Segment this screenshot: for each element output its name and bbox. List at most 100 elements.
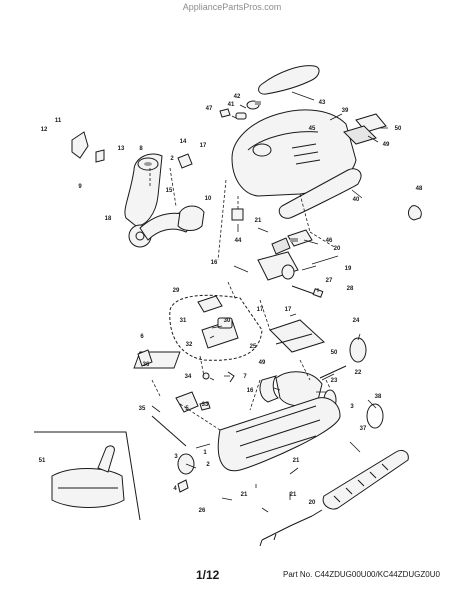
callout-11: 11 xyxy=(55,118,62,124)
callout-2: 2 xyxy=(170,156,174,162)
callout-29: 29 xyxy=(173,288,180,294)
filter-pad-part-2 xyxy=(343,125,377,145)
callout-43: 43 xyxy=(319,100,326,106)
callout-9: 9 xyxy=(78,184,82,190)
callout-48: 48 xyxy=(416,186,423,192)
switch-cover-part xyxy=(197,295,223,313)
cord-hook-part xyxy=(95,149,105,163)
handle-release-part xyxy=(71,131,89,159)
inset-box xyxy=(169,294,263,361)
swivel-neck-part xyxy=(124,153,163,227)
callout-21c: 21 xyxy=(241,492,248,498)
knob-34-part xyxy=(202,372,210,380)
callout-44: 44 xyxy=(235,238,242,244)
small-bracket-part xyxy=(219,108,231,118)
callout-1: 1 xyxy=(203,450,207,456)
wheel-part xyxy=(281,264,295,280)
callout-17: 17 xyxy=(200,143,207,149)
callout-40: 40 xyxy=(353,197,360,203)
clip-33-part xyxy=(199,401,211,411)
callout-34: 34 xyxy=(185,374,192,380)
rod-22-part xyxy=(319,365,347,379)
callout-19: 19 xyxy=(345,266,352,272)
callout-18: 18 xyxy=(105,216,112,222)
callout-46: 46 xyxy=(326,238,333,244)
switch-36-part xyxy=(137,349,153,367)
callout-10: 10 xyxy=(205,196,212,202)
callout-17c: 17 xyxy=(285,307,292,313)
callout-30: 30 xyxy=(224,318,231,324)
wheel-hub xyxy=(135,231,145,241)
motor-bracket-part xyxy=(271,237,291,255)
callout-50: 50 xyxy=(395,126,402,132)
callout-20: 20 xyxy=(334,246,341,252)
base-1-part xyxy=(217,397,341,472)
callout-3: 3 xyxy=(350,404,354,410)
clip-part xyxy=(235,112,247,120)
callout-24: 24 xyxy=(353,318,360,324)
callout-31: 31 xyxy=(180,318,187,324)
callout-26: 26 xyxy=(199,508,206,514)
callout-35: 35 xyxy=(139,406,146,412)
housing-detail xyxy=(247,131,319,151)
nut-part xyxy=(312,288,324,298)
callout-41: 41 xyxy=(228,102,235,108)
motor-cover-detail xyxy=(275,333,313,345)
part-number-label: Part No. C44ZDUG00U00/KC44ZDUGZ0U0 xyxy=(283,570,440,579)
callout-33: 33 xyxy=(202,402,209,408)
motor-cover-part xyxy=(269,319,325,353)
belt-38-part xyxy=(366,403,384,429)
callout-25: 25 xyxy=(250,344,257,350)
neck-pivot-part xyxy=(177,153,193,169)
callout-6: 6 xyxy=(140,334,144,340)
watermark: AppliancePartsPros.com xyxy=(182,2,282,12)
callout-15: 15 xyxy=(166,188,173,194)
roller-24-part xyxy=(349,337,367,363)
callout-8: 8 xyxy=(139,146,143,152)
inset-51-frame xyxy=(34,431,141,521)
callout-39: 39 xyxy=(342,108,349,114)
spring-assembly-part xyxy=(175,391,199,413)
callout-45: 45 xyxy=(309,126,316,132)
callout-13: 13 xyxy=(118,146,125,152)
callout-7: 7 xyxy=(243,374,247,380)
upper-housing-part xyxy=(231,109,357,197)
wheel-4-part xyxy=(177,479,189,493)
callout-16: 16 xyxy=(211,260,218,266)
callout-38: 38 xyxy=(375,394,382,400)
shade-1 xyxy=(255,101,261,105)
callout-4: 4 xyxy=(173,486,177,492)
clip-48-part xyxy=(408,205,422,221)
callout-2b: 2 xyxy=(206,462,210,468)
handle-grip-part xyxy=(258,65,320,95)
callout-36: 36 xyxy=(143,362,150,368)
callout-21: 21 xyxy=(255,218,262,224)
arrow-leaders xyxy=(151,91,388,513)
switch-part xyxy=(217,317,233,329)
axle-35-part xyxy=(151,415,187,447)
bumper-part xyxy=(278,168,362,219)
callout-49b: 49 xyxy=(259,360,266,366)
base-inner-detail xyxy=(235,405,321,459)
callout-27: 27 xyxy=(326,278,333,284)
crank-grip xyxy=(259,533,277,547)
callout-23: 23 xyxy=(331,378,338,384)
callout-14: 14 xyxy=(180,139,187,145)
callout-51: 51 xyxy=(39,458,46,464)
spring-7-part xyxy=(227,371,235,383)
callout-42: 42 xyxy=(234,94,241,100)
callout-49: 49 xyxy=(383,142,390,148)
brush-window-part xyxy=(252,143,272,157)
callout-21d: 21 xyxy=(290,492,297,498)
callout-12: 12 xyxy=(41,127,48,133)
vent-slots xyxy=(291,143,321,165)
callout-16b: 16 xyxy=(247,388,254,394)
shade-2 xyxy=(144,162,152,166)
crank-20-part xyxy=(261,509,323,541)
shade-3 xyxy=(290,238,298,242)
brushroll-bristles xyxy=(333,463,389,503)
callout-22: 22 xyxy=(355,370,362,376)
callout-17b: 17 xyxy=(257,307,264,313)
